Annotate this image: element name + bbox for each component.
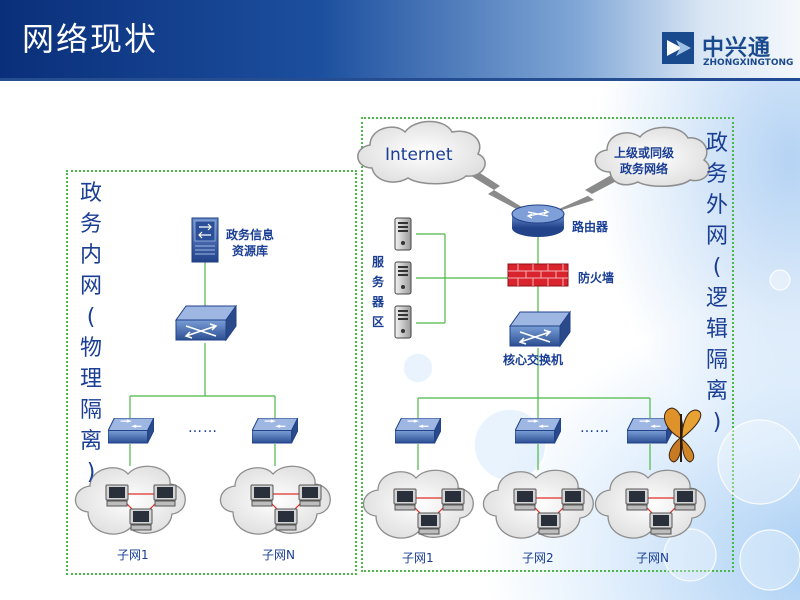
label-char: 器 xyxy=(371,295,384,309)
upper-network-label-line: 政务网络 xyxy=(620,162,669,176)
internet-label: Internet xyxy=(385,145,453,165)
label-char: 网 xyxy=(79,274,102,299)
router-icon xyxy=(511,204,565,237)
outer-network-label: 政务外网 ( 逻辑隔离) xyxy=(702,128,732,438)
decorative-bubbles xyxy=(396,323,547,482)
subnet-cloud-icon xyxy=(219,465,331,535)
inner-core-switch-icon xyxy=(175,304,237,342)
label-char: ) xyxy=(86,460,96,485)
router-label: 路由器 xyxy=(572,220,609,234)
access-switch-icon xyxy=(252,418,298,444)
label-char: 离 xyxy=(79,429,102,454)
core-switch-label: 核心交换机 xyxy=(503,353,564,367)
access-switch-icon xyxy=(395,418,441,444)
butterfly-decoration xyxy=(664,407,702,463)
internet-cloud-icon xyxy=(357,120,486,185)
pc-icon xyxy=(105,484,129,507)
label-char: 外 xyxy=(705,193,728,218)
pc-icon xyxy=(393,488,417,511)
inner-network-label: 政务内网 ( 物理隔离) xyxy=(76,178,106,488)
label-char: 服 xyxy=(371,255,384,269)
label-char: 离 xyxy=(705,379,728,404)
subnet-groups xyxy=(74,465,706,539)
logo-name-cn: 中兴通 xyxy=(702,36,772,61)
inner-network-links xyxy=(129,262,276,466)
pc-icon xyxy=(298,484,322,507)
inner-network-zone xyxy=(66,170,357,575)
label-char: 务 xyxy=(371,275,384,289)
inner-subnet-label: 子网1 xyxy=(117,548,149,562)
label-char: 隔 xyxy=(705,348,728,373)
label-char: 政 xyxy=(705,131,728,156)
server-icon xyxy=(394,217,412,251)
title-bar-divider xyxy=(0,78,800,81)
pc-icon xyxy=(625,488,649,511)
outer-core-switch-icon xyxy=(509,310,571,348)
outer-network-links xyxy=(416,233,651,470)
label-char: 区 xyxy=(371,315,384,329)
pc-icon xyxy=(250,484,274,507)
pc-icon xyxy=(153,484,177,507)
pc-icon xyxy=(129,508,153,531)
pc-icon xyxy=(673,488,697,511)
label-char: ) xyxy=(712,410,722,435)
inner-ellipsis: …… xyxy=(188,420,218,436)
label-char: 务 xyxy=(705,162,728,187)
outer-subnet-label: 子网2 xyxy=(522,551,554,565)
label-char: 逻 xyxy=(705,286,728,311)
pc-icon xyxy=(274,508,298,531)
database-label-line: 资源库 xyxy=(232,244,269,258)
database-label: 政务信息 资源库 xyxy=(226,227,274,259)
label-char: 政 xyxy=(79,181,102,206)
dandelion-decoration xyxy=(601,269,800,591)
label-char: 内 xyxy=(79,243,102,268)
subnet-cloud-icon xyxy=(74,465,186,535)
server-zone-label: 服务器区 xyxy=(371,252,385,332)
pc-icon xyxy=(441,488,465,511)
subnet-cloud-icon xyxy=(362,469,474,539)
access-switch-icon xyxy=(108,418,154,444)
label-char: 务 xyxy=(79,212,102,237)
label-char: 物 xyxy=(79,336,102,361)
inner-subnet-label: 子网N xyxy=(262,548,295,562)
label-char: ( xyxy=(86,305,96,330)
upper-network-label-line: 上级或同级 xyxy=(614,146,675,160)
pc-icon xyxy=(649,512,673,535)
subnet-cloud-icon xyxy=(482,469,594,539)
upper-network-cloud-icon xyxy=(594,126,710,187)
resource-database-server-icon xyxy=(191,217,219,263)
upper-network-label: 上级或同级 政务网络 xyxy=(614,145,674,177)
label-char: 隔 xyxy=(79,398,102,423)
logo-icon xyxy=(662,32,694,64)
outer-ellipsis: …… xyxy=(580,420,610,436)
label-char: 理 xyxy=(79,367,102,392)
server-icon xyxy=(394,305,412,339)
firewall-icon xyxy=(507,263,569,287)
server-icon xyxy=(394,261,412,295)
outer-network-zone xyxy=(361,117,734,572)
logo-name-en: ZHONGXINGTONG xyxy=(703,58,794,68)
pc-icon xyxy=(513,488,537,511)
outer-subnet-label: 子网1 xyxy=(402,551,434,565)
firewall-label: 防火墙 xyxy=(578,271,615,285)
pc-icon xyxy=(417,512,441,535)
subnet-cloud-icon xyxy=(594,469,706,539)
database-label-line: 政务信息 xyxy=(226,228,275,242)
label-char: ( xyxy=(712,255,722,280)
outer-subnet-label: 子网N xyxy=(636,551,669,565)
pc-icon xyxy=(561,488,585,511)
access-switch-icon xyxy=(515,418,561,444)
label-char: 网 xyxy=(705,224,728,249)
pc-icon xyxy=(537,512,561,535)
label-char: 辑 xyxy=(705,317,728,342)
page-title: 网络现状 xyxy=(22,20,159,58)
